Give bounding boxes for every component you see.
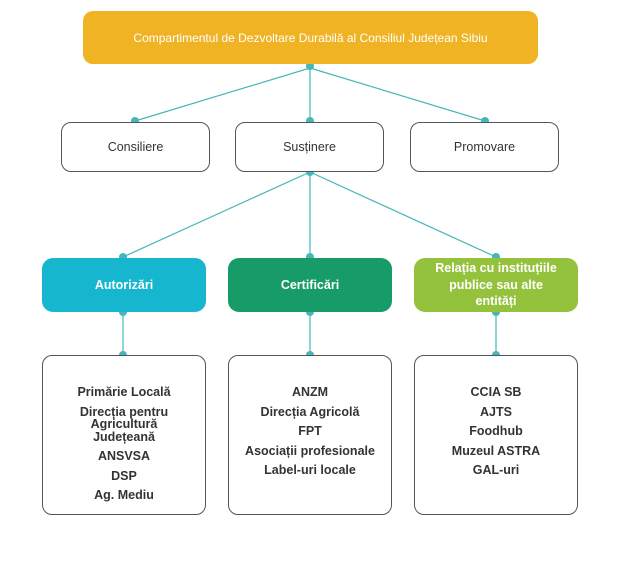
list-item: DSP [111, 468, 137, 483]
category-label: Autorizări [94, 277, 154, 292]
list-item: Direcția Agricolă [260, 404, 360, 419]
branch-label: Promovare [453, 140, 516, 154]
list-item: ANSVSA [97, 449, 151, 463]
list-item: Primărie Locală [77, 385, 171, 399]
list-autorizari: Primărie Locală Direcția pentru Agricult… [42, 355, 206, 515]
list-item: Ag. Mediu [94, 488, 154, 502]
category-label: Relația cu instituțiile publice sau alte… [435, 260, 557, 309]
list-item: FPT [298, 424, 322, 438]
root-label: Compartimentul de Dezvoltare Durabilă al… [133, 30, 488, 45]
branch-label: Susținere [283, 140, 336, 154]
list-item: Direcția pentru Agricultură Județeană [79, 404, 169, 444]
list-item: Foodhub [469, 424, 523, 438]
connector-dot [306, 62, 314, 70]
list-item: Label-uri locale [264, 463, 356, 477]
list-item: AJTS [480, 404, 512, 419]
category-label: Certificări [280, 277, 340, 292]
branch-label: Consiliere [107, 140, 164, 154]
branch-consiliere: Consiliere [61, 122, 210, 172]
category-relatia: Relația cu instituțiile publice sau alte… [414, 258, 578, 312]
category-certificari: Certificări [228, 258, 392, 312]
list-item: Asociații profesionale [245, 443, 375, 458]
list-item: GAL-uri [472, 463, 520, 477]
root-node: Compartimentul de Dezvoltare Durabilă al… [83, 11, 538, 64]
list-item: ANZM [291, 385, 329, 399]
list-certificari: ANZM Direcția Agricolă FPT Asociații pro… [228, 355, 392, 515]
list-relatia: CCIA SB AJTS Foodhub Muzeul ASTRA GAL-ur… [414, 355, 578, 515]
list-item: Muzeul ASTRA [451, 443, 541, 458]
list-item: CCIA SB [470, 385, 522, 399]
branch-promovare: Promovare [410, 122, 559, 172]
branch-sustinere: Susținere [235, 122, 384, 172]
category-autorizari: Autorizări [42, 258, 206, 312]
